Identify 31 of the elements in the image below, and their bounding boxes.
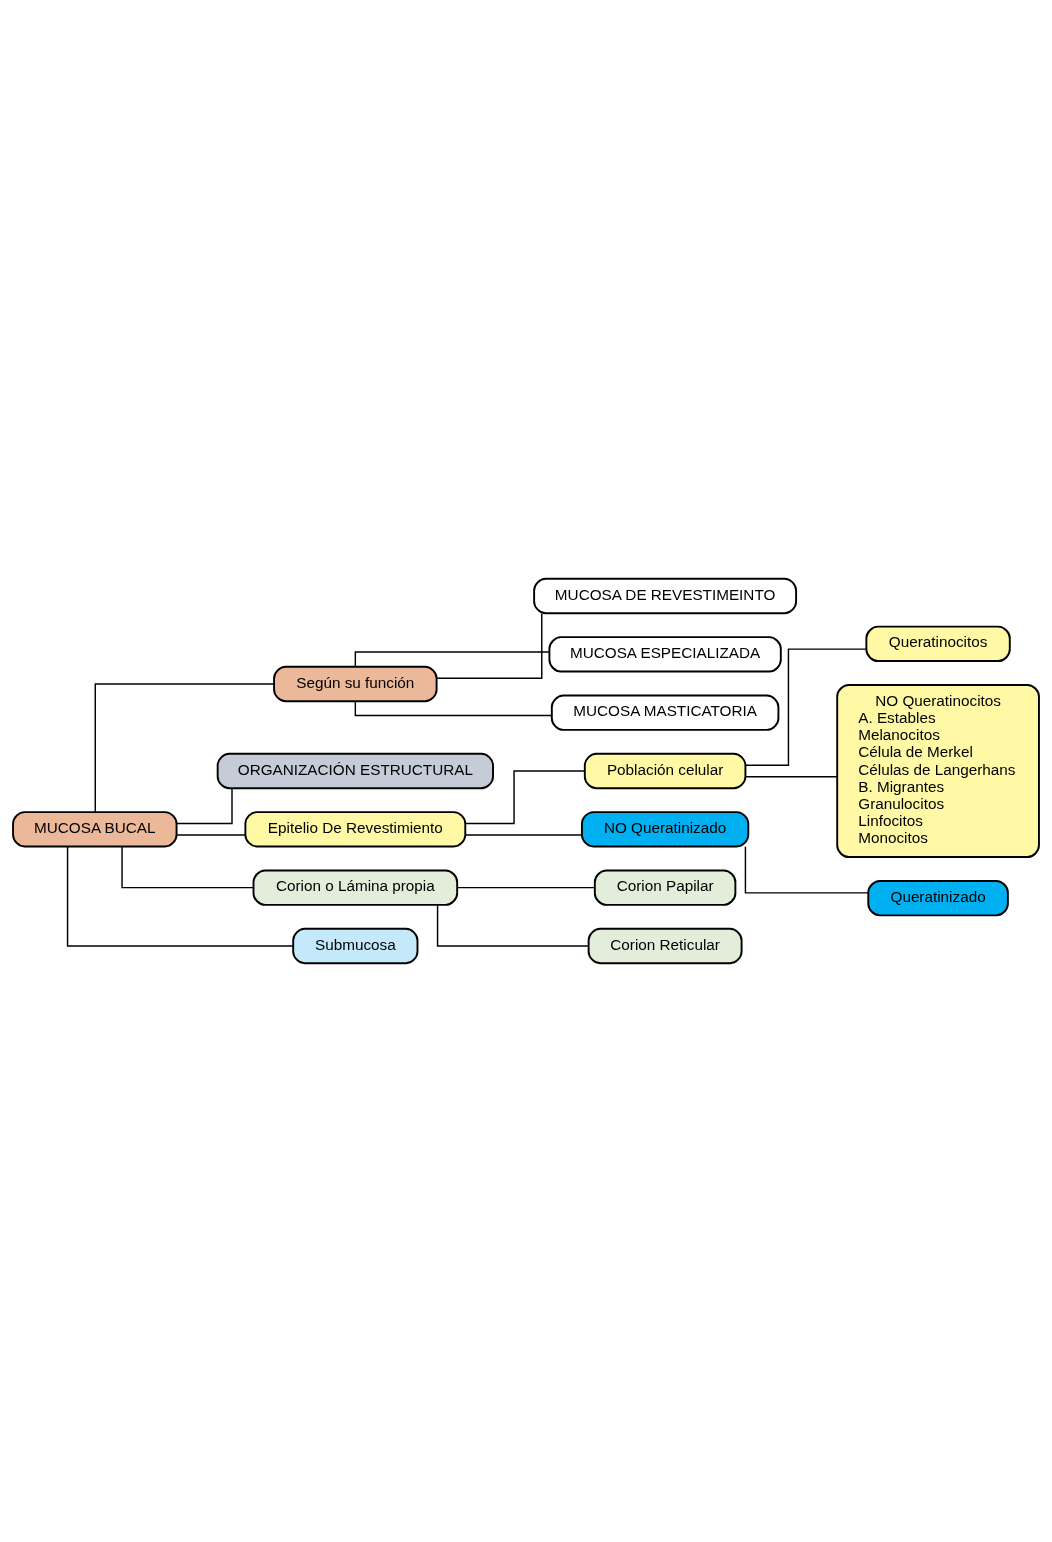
connector — [744, 648, 868, 766]
node-box: NO Queratinocitos A. Estables Melanocitos Célula de Merkel Células de Langerhans B. Migrantes Granulocitos Linfocitos Monocitos — [836, 684, 1040, 858]
node-box: MUCOSA DE REVESTIMEINTO — [533, 577, 798, 615]
connector — [176, 834, 246, 836]
node-box: Epitelio De Revestimiento — [244, 811, 467, 848]
connector — [456, 886, 596, 889]
node-box: ORGANIZACIÓN ESTRUCTURAL — [216, 752, 494, 790]
connector — [121, 846, 255, 889]
node-box: Población celular — [583, 752, 747, 790]
node-box: Según su función — [273, 665, 438, 703]
connector — [464, 834, 583, 836]
connector — [354, 700, 553, 717]
node-box: Submucosa — [292, 927, 419, 965]
node-box: Queratinizado — [867, 880, 1009, 917]
node-box: Corion Reticular — [587, 927, 743, 965]
connector — [436, 612, 543, 679]
connector — [744, 845, 869, 894]
node-box: NO Queratinizado — [580, 811, 750, 848]
node-box: MUCOSA ESPECIALIZADA — [548, 636, 782, 673]
connector — [744, 776, 838, 778]
connector — [175, 787, 233, 825]
connector — [94, 683, 275, 813]
node-box: MUCOSA MASTICATORIA — [550, 694, 780, 731]
connector — [464, 770, 586, 825]
node-box: Corion o Lámina propia — [252, 869, 459, 906]
node-box: Corion Papilar — [593, 869, 737, 906]
node-box: Queratinocitos — [865, 625, 1011, 662]
node-box: MUCOSA BUCAL — [12, 811, 178, 848]
connector — [354, 651, 551, 668]
connector — [66, 845, 294, 947]
connector — [436, 904, 590, 947]
